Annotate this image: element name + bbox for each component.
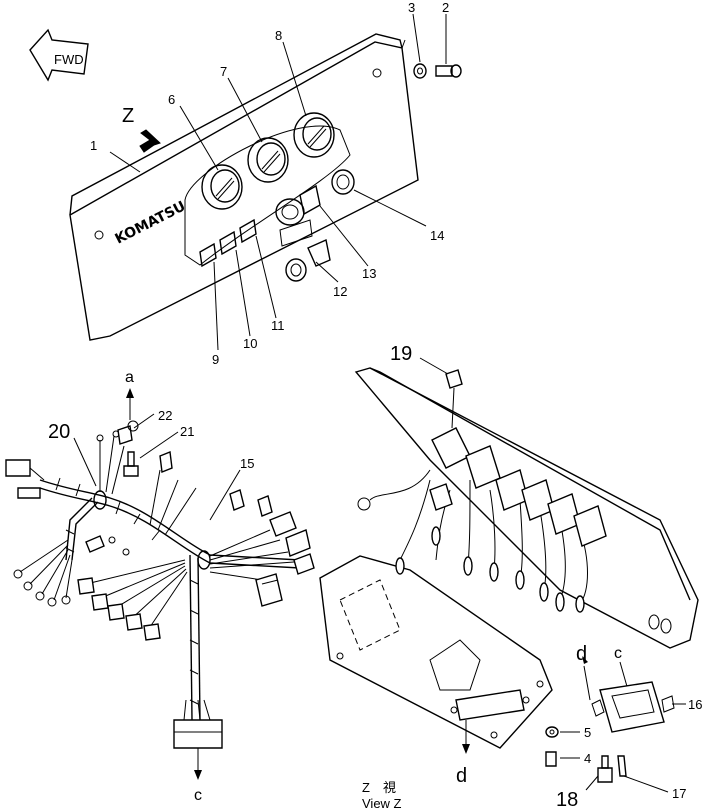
- arrow-down-icon: [194, 770, 202, 780]
- arrow-up-icon: [126, 388, 134, 398]
- arrow-down-d-icon: [462, 744, 470, 754]
- callout-4: 4: [584, 751, 591, 766]
- callout-20: 20: [48, 421, 70, 443]
- wiring-harness: a: [5, 369, 315, 804]
- connector-c-label: c: [194, 787, 202, 804]
- callout-3: 3: [408, 0, 415, 15]
- callout-6: 6: [168, 92, 175, 107]
- callout-16: 16: [688, 697, 702, 712]
- gauge-6-icon: [201, 164, 243, 210]
- callout-13: 13: [362, 266, 376, 281]
- callout-8: 8: [275, 28, 282, 43]
- connector-d-left-label: d: [456, 765, 467, 787]
- z-arrow-icon: [139, 129, 161, 153]
- connector-c-right-label: c: [614, 645, 622, 662]
- callout-2: 2: [442, 0, 449, 15]
- callout-21: 21: [180, 424, 194, 439]
- callout-10: 10: [243, 336, 257, 351]
- callout-11: 11: [271, 318, 285, 333]
- view-caption: Z 視 View Z: [362, 780, 402, 811]
- fwd-arrow-icon: FWD: [29, 28, 89, 82]
- view-z-panel-back: 19 d 5 4 d c 16 17 18: [319, 343, 702, 811]
- callout-9: 9: [212, 352, 219, 367]
- view-caption-english: View Z: [362, 796, 402, 811]
- callout-22: 22: [158, 408, 172, 423]
- switch-row-icon: [199, 218, 257, 268]
- fwd-label: FWD: [54, 52, 84, 67]
- brand-logo: KOMATSU: [113, 198, 189, 247]
- callout-17: 17: [672, 786, 686, 801]
- arrow-d-right-icon: [582, 656, 588, 664]
- callout-14: 14: [430, 228, 444, 243]
- callout-19: 19: [390, 343, 412, 365]
- callout-15: 15: [240, 456, 254, 471]
- callout-12: 12: [333, 284, 347, 299]
- panel-face: [69, 41, 419, 341]
- gauge-8-icon: [293, 112, 335, 158]
- indicator-lamp-icon: [331, 169, 355, 195]
- callout-1: 1: [90, 138, 97, 153]
- bolt-21-icon: [123, 451, 139, 477]
- instrument-panel: FWD Z KO: [29, 0, 462, 367]
- callout-18: 18: [556, 789, 578, 811]
- key-switch-icon: [275, 184, 331, 282]
- callout-7: 7: [220, 64, 227, 79]
- view-caption-japanese: Z 視: [362, 780, 396, 795]
- top-leader-lines: [109, 13, 447, 351]
- connector-d-right-label: d: [576, 643, 587, 665]
- connector-a-label: a: [125, 369, 134, 386]
- z-arrow-label: Z: [122, 105, 134, 127]
- gauge-7-icon: [247, 137, 289, 183]
- bolt-washer-icon: [413, 63, 462, 79]
- callout-5: 5: [584, 725, 591, 740]
